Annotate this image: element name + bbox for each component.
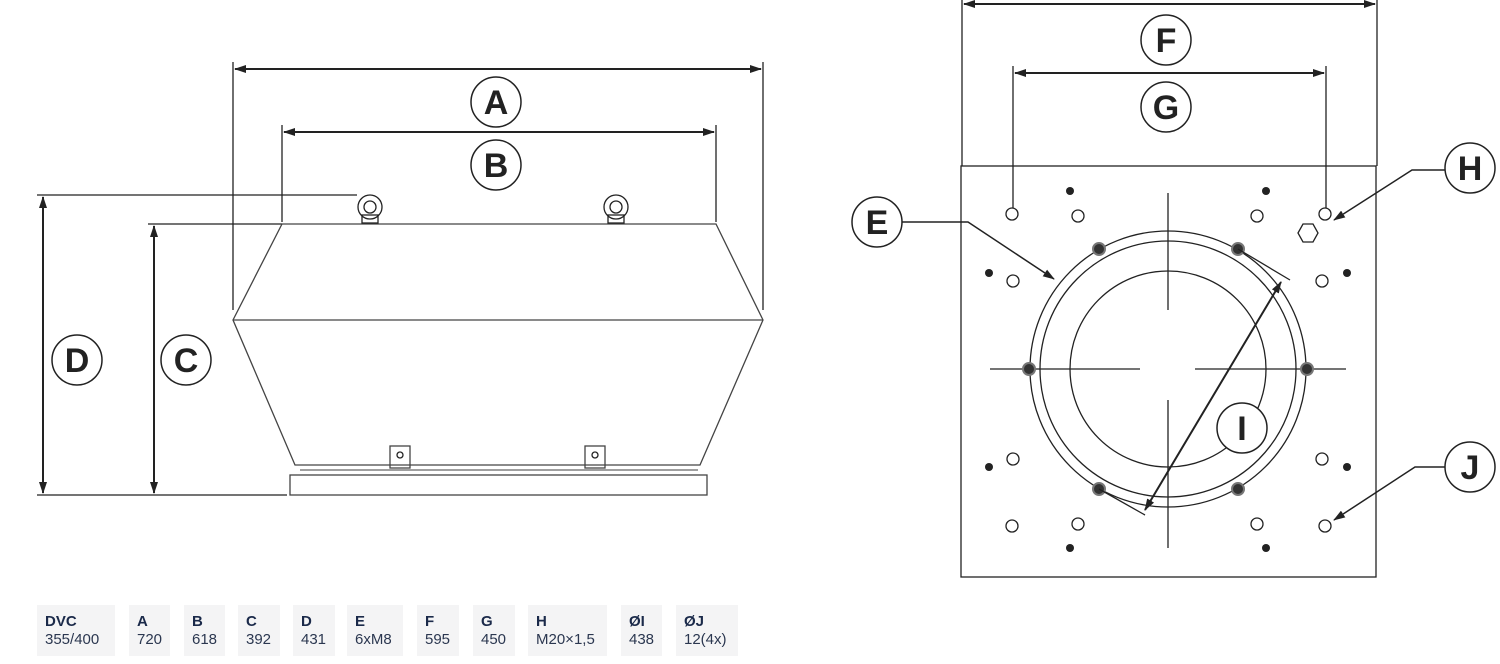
top-view [851,0,1496,578]
mounting-plate [960,165,1377,578]
label-i: I [1237,410,1246,448]
base-plate [289,474,708,496]
label-j: J [1461,449,1480,487]
label-h: H [1458,150,1483,188]
eye-bolt-right [603,194,629,224]
side-view [37,62,764,496]
mounting-holes [1005,207,1332,533]
label-g: G [1153,89,1179,127]
fan-housing [232,223,764,466]
label-e: E [866,204,889,242]
label-c: C [174,342,199,380]
cable-gland-hex [1297,223,1319,243]
label-b: B [484,147,509,185]
technical-drawing: A B D C [37,0,1496,578]
label-d: D [65,342,90,380]
label-a: A [484,84,509,122]
dimension-i [1144,281,1282,511]
label-f: F [1156,22,1177,60]
eye-bolt-left [357,194,383,224]
